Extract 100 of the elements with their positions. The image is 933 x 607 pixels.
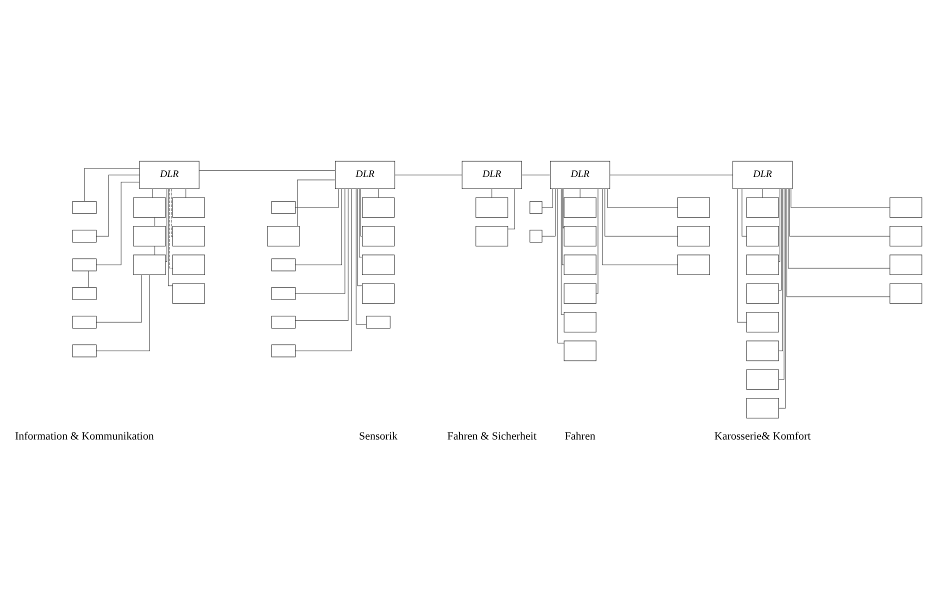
connector	[604, 188, 678, 236]
node-box	[362, 225, 395, 246]
connector	[357, 188, 363, 286]
connector	[786, 188, 890, 297]
node-box	[564, 225, 596, 246]
node-box	[746, 368, 779, 390]
node-box	[746, 312, 779, 332]
node-box	[476, 196, 508, 218]
connector	[297, 179, 336, 226]
connector	[778, 188, 784, 380]
connector	[295, 188, 352, 351]
connector	[542, 188, 556, 236]
node-box	[890, 225, 922, 246]
connector	[170, 188, 173, 236]
node-box	[72, 286, 97, 300]
node-box	[362, 282, 395, 304]
node-box	[271, 200, 296, 214]
connector	[790, 188, 890, 208]
label: Fahren & Sicherheit	[447, 430, 537, 442]
connector	[562, 188, 564, 228]
node-box	[746, 340, 779, 361]
node-box	[564, 196, 596, 218]
connector	[295, 188, 339, 208]
connector	[96, 274, 142, 322]
node-box	[271, 344, 296, 357]
node-box	[890, 282, 922, 304]
connector	[152, 188, 153, 198]
node-box	[366, 315, 390, 328]
label: Fahren	[564, 430, 596, 442]
node-box	[172, 196, 205, 218]
node-box	[746, 225, 779, 246]
node-box	[271, 315, 296, 328]
node-box	[362, 254, 395, 275]
node-box	[530, 200, 542, 214]
node-box: DLR	[139, 160, 200, 189]
node-box	[133, 254, 166, 275]
node-box	[133, 225, 166, 246]
connector	[778, 188, 782, 290]
node-box	[530, 229, 542, 242]
node-box: DLR	[550, 160, 610, 189]
connector	[165, 188, 168, 262]
node-box	[564, 340, 596, 361]
node-box	[362, 196, 395, 218]
connector	[610, 174, 734, 175]
connector	[562, 188, 564, 265]
connector	[557, 188, 564, 343]
connector	[778, 188, 783, 351]
node-box	[746, 196, 779, 218]
node-box	[72, 200, 97, 214]
node-box	[746, 282, 779, 304]
connector	[88, 270, 89, 288]
node-box: DLR	[335, 160, 396, 189]
connector	[602, 188, 678, 265]
node-box	[271, 286, 296, 300]
label: Karosserie& Komfort	[714, 430, 811, 442]
connector	[778, 188, 780, 262]
connector	[737, 188, 747, 322]
connector	[358, 188, 362, 257]
connector	[96, 274, 150, 351]
node-box	[746, 254, 779, 275]
connector	[356, 188, 367, 324]
connector	[742, 188, 747, 236]
connector	[762, 188, 763, 198]
connector	[295, 188, 348, 320]
node-box	[746, 398, 779, 418]
node-box	[476, 225, 508, 246]
node-box	[72, 315, 97, 328]
connector	[508, 188, 516, 229]
node-box	[267, 225, 300, 246]
label: Sensorik	[359, 430, 398, 442]
connector	[788, 188, 890, 268]
node-box	[890, 254, 922, 275]
connector	[84, 168, 140, 202]
node-box	[72, 258, 97, 271]
connector	[789, 188, 890, 236]
connector	[360, 188, 362, 236]
connector	[154, 245, 156, 255]
node-box	[72, 344, 97, 357]
node-box: DLR	[732, 160, 793, 189]
node-box	[564, 254, 596, 275]
node-box	[564, 312, 596, 332]
connector	[607, 188, 678, 208]
connector	[96, 181, 140, 265]
connector	[295, 188, 342, 265]
node-box	[172, 254, 205, 275]
node-box: DLR	[462, 160, 522, 189]
connector	[295, 188, 346, 294]
connector	[560, 188, 564, 314]
connector	[521, 174, 551, 175]
node-box	[564, 282, 596, 304]
connector	[394, 174, 462, 175]
node-box	[271, 258, 296, 271]
node-box	[677, 254, 710, 275]
connector	[596, 188, 598, 294]
node-box	[890, 196, 922, 218]
connector	[778, 188, 786, 408]
node-box	[172, 225, 205, 246]
connector	[542, 188, 554, 208]
connector	[168, 188, 173, 286]
node-box	[677, 196, 710, 218]
